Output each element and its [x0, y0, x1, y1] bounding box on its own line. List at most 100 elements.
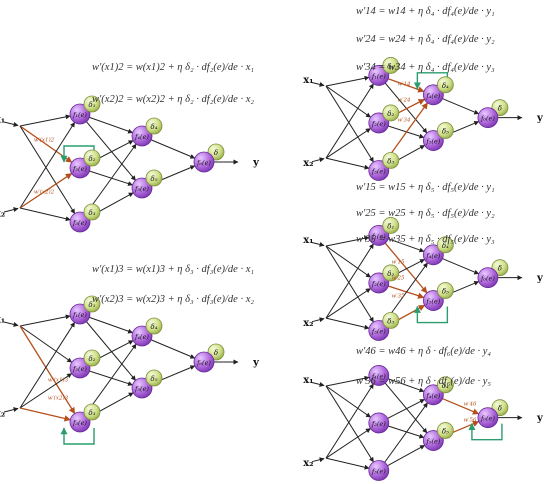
p5-delta-4-label: δ₄	[442, 382, 449, 390]
p3-neuron-f1	[69, 303, 91, 325]
p3-weight-label-2: w′(x2)3	[48, 395, 69, 402]
p5-edge-x1-f3	[325, 385, 374, 463]
p2-edge-x1-f2	[325, 85, 372, 118]
p3-edge-x1-f1	[19, 314, 71, 327]
p5-delta-5-label: δ₅	[442, 428, 449, 436]
p5-edge-f3-f4	[378, 402, 428, 471]
p1-edge-x2-f2	[19, 173, 73, 209]
p2-weight-label-1: w′14	[398, 82, 411, 88]
p2-neuron-f4-label: f₄(e)	[425, 92, 440, 100]
p1-edge-in-x1	[3, 121, 19, 127]
p2-neuron-f6	[477, 107, 499, 129]
p1-delta-2-label: δ₂	[88, 155, 95, 163]
p2-x2-label: x₂	[303, 158, 313, 169]
p1-neuron-f2-label: f₂(e)	[72, 165, 87, 173]
p4-delta-4	[436, 236, 454, 254]
p4-neuron-f1	[368, 225, 390, 246]
p4-edge-x1-f2	[325, 245, 372, 278]
p1-neuron-f5	[131, 177, 153, 199]
formula-p2-2: w′24 = w24 + η δ₄ · df₄(e)/de · y₂	[356, 34, 495, 45]
p3-neuron-f3	[69, 411, 91, 433]
p1-neuron-f1	[69, 103, 91, 125]
p5-neuron-f6-label: f₆(e)	[480, 415, 495, 423]
p1-neuron-f6-label: f₆(e)	[196, 159, 211, 167]
p2-weight-label-2: w′24	[398, 98, 411, 104]
p1-neuron-f2	[69, 157, 91, 179]
p3-x2-label: x₂	[0, 409, 5, 420]
p3-delta-2	[83, 349, 101, 367]
p5-edge-in-x2	[311, 457, 325, 463]
p5-neuron-f3-label: f₃(e)	[371, 467, 386, 475]
p4-delta-5-label: δ₅	[442, 288, 449, 296]
p2-neuron-f4	[422, 84, 444, 106]
p5-neuron-f2	[368, 412, 390, 434]
p1-neuron-f5-label: f₅(e)	[134, 185, 149, 193]
p3-y-label: y	[252, 358, 260, 369]
p2-neuron-f1	[368, 65, 390, 86]
p3-neuron-f4-label: f₄(e)	[134, 333, 149, 341]
formula-p1-2: w′(x2)2 = w(x2)2 + η δ₂ · df₂(e)/de · x₂	[92, 94, 255, 105]
formula-p3-2: w′(x2)3 = w(x2)3 + η δ₃ · df₃(e)/de · x₂	[92, 294, 255, 305]
p4-neuron-f5	[422, 290, 444, 311]
p4-edge-x1-f1	[325, 235, 370, 247]
p4-delta-1-label: δ₁	[387, 222, 394, 230]
p2-edge-x1-f1	[325, 75, 370, 87]
p1-neuron-f6	[193, 151, 215, 173]
p3-edge-x2-f1	[19, 322, 76, 409]
p5-neuron-f1	[368, 365, 390, 386]
p3-edge-x1-f2	[19, 325, 73, 363]
p3-edge-x2-f3	[19, 407, 71, 422]
p2-delta-1	[382, 57, 400, 74]
p5-delta-out-label: δ	[498, 405, 502, 413]
p2-neuron-f5-label: f₅(e)	[425, 138, 440, 146]
p3-delta-2-label: δ₂	[88, 355, 95, 363]
p2-edge-in-x2	[311, 157, 325, 163]
p1-delta-5-label: δ₅	[150, 175, 157, 183]
p5-neuron-f6	[477, 407, 499, 429]
formula-p5-1: w′46 = w46 + η δ · df₆(e)/de · y₄	[356, 346, 492, 357]
p5-edge-in-x1	[311, 381, 325, 387]
p4-delta-1	[382, 217, 400, 234]
p3-neuron-f3-label: f₃(e)	[72, 419, 87, 427]
p4-delta-3	[382, 312, 400, 329]
p5-neuron-f5	[422, 430, 444, 451]
p4-weight-label-2: w′25	[392, 276, 405, 282]
p4-delta-3-label: δ₃	[387, 317, 394, 325]
formula-p1-1: w′(x1)2 = w(x1)2 + η δ₂ · df₂(e)/de · x₁	[92, 62, 255, 73]
p2-edge-x2-f1	[325, 83, 374, 159]
p4-delta-5	[436, 282, 454, 299]
formula-p3-1: w′(x1)3 = w(x1)3 + η δ₃ · df₃(e)/de · x₁	[92, 264, 255, 275]
p2-delta-5-label: δ₅	[442, 128, 449, 136]
p2-weight-label-3: w′34	[398, 118, 411, 124]
p4-edge-in-x1	[311, 241, 325, 247]
p1-delta-3	[83, 203, 101, 221]
p5-edge-x1-f2	[325, 385, 372, 418]
p1-delta-1	[83, 95, 101, 113]
p5-neuron-f1-label: f₁(e)	[371, 372, 386, 380]
formula-p4-2: w′25 = w25 + η δ₅ · df₅(e)/de · y₂	[356, 208, 495, 219]
p3-delta-out-label: δ	[214, 349, 218, 357]
p3-edge-x2-f2	[19, 373, 73, 409]
p2-delta-3-label: δ₃	[387, 157, 394, 165]
p1-delta-3-label: δ₃	[88, 209, 95, 217]
p2-x1-label: x₁	[303, 75, 313, 86]
p1-neuron-f3-label: f₃(e)	[72, 219, 87, 227]
p4-weight-label-1: w′15	[392, 260, 405, 266]
p4-neuron-f4-label: f₄(e)	[425, 252, 440, 260]
p1-weight-label-2: w′(x2)2	[34, 189, 55, 196]
p1-neuron-f3	[69, 211, 91, 233]
p1-weight-label-1: w′(x1)2	[34, 137, 55, 144]
p4-neuron-f5-label: f₅(e)	[425, 298, 440, 306]
p2-delta-5	[436, 122, 454, 139]
p1-delta-5	[145, 169, 163, 187]
p4-neuron-f3	[368, 320, 390, 341]
p3-edge-x1-f3	[19, 325, 76, 415]
p1-delta-2	[83, 149, 101, 167]
p3-neuron-f4	[131, 325, 153, 347]
p3-delta-3	[83, 403, 101, 421]
p3-weight-label-1: w′(x1)3	[48, 377, 69, 384]
p4-delta-out-label: δ	[498, 265, 502, 273]
p1-delta-4	[145, 117, 163, 135]
p5-feedback-loop	[468, 422, 503, 441]
